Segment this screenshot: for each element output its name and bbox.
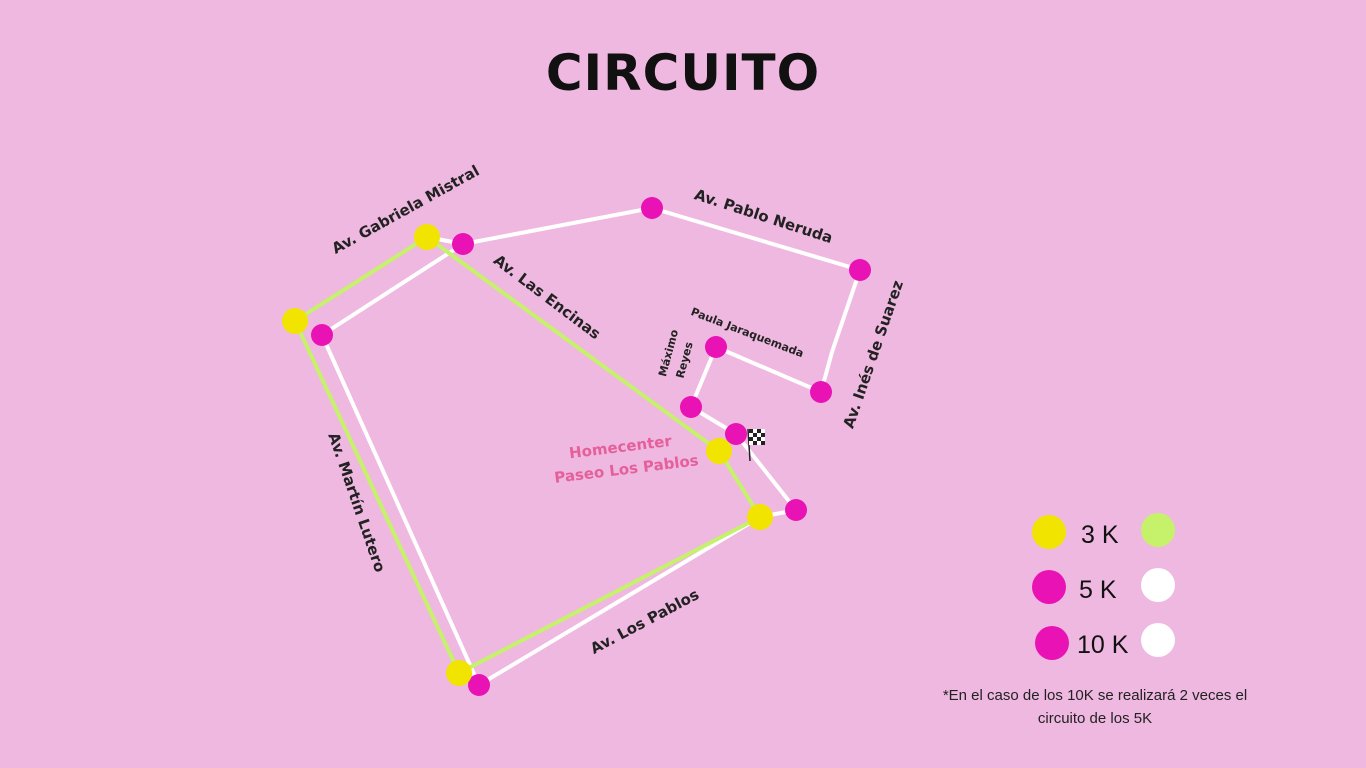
legend-3k-route-swatch xyxy=(1141,513,1175,547)
legend-10k-route-swatch xyxy=(1141,623,1175,657)
footnote-line1: *En el caso de los 10K se realizará 2 ve… xyxy=(942,687,1248,704)
checkpoint-marker xyxy=(311,324,333,346)
checkpoint-marker xyxy=(705,336,727,358)
legend-3k-label: 3 K xyxy=(1081,521,1119,549)
checkpoint-marker xyxy=(414,224,440,250)
checkered-flag-icon xyxy=(747,428,765,462)
footnote: *En el caso de los 10K se realizará 2 ve… xyxy=(905,684,1285,730)
legend-5k-route-swatch xyxy=(1141,568,1175,602)
checkpoint-marker xyxy=(468,674,490,696)
checkpoint-marker xyxy=(680,396,702,418)
legend-10k-label: 10 K xyxy=(1077,631,1129,659)
checkpoint-marker xyxy=(747,504,773,530)
checkpoints-5k xyxy=(311,197,871,696)
footnote-line2: circuito de los 5K xyxy=(1037,710,1153,727)
legend-5k-checkpoint-swatch xyxy=(1032,570,1066,604)
street-label-pablo-neruda: Av. Pablo Neruda xyxy=(692,185,835,247)
checkpoint-marker xyxy=(725,423,747,445)
legend-10k-checkpoint-swatch xyxy=(1035,626,1069,660)
route-3k-line xyxy=(293,235,762,675)
checkpoint-marker xyxy=(849,259,871,281)
legend-5k-label: 5 K xyxy=(1079,576,1117,604)
checkpoint-marker xyxy=(452,233,474,255)
checkpoint-marker xyxy=(282,308,308,334)
checkpoint-marker xyxy=(706,438,732,464)
legend-3k-checkpoint-swatch xyxy=(1032,515,1066,549)
page-title: CIRCUITO xyxy=(545,44,821,102)
checkpoint-marker xyxy=(446,660,472,686)
checkpoint-marker xyxy=(785,499,807,521)
checkpoint-marker xyxy=(810,381,832,403)
checkpoints-3k xyxy=(282,224,773,686)
checkpoint-marker xyxy=(641,197,663,219)
